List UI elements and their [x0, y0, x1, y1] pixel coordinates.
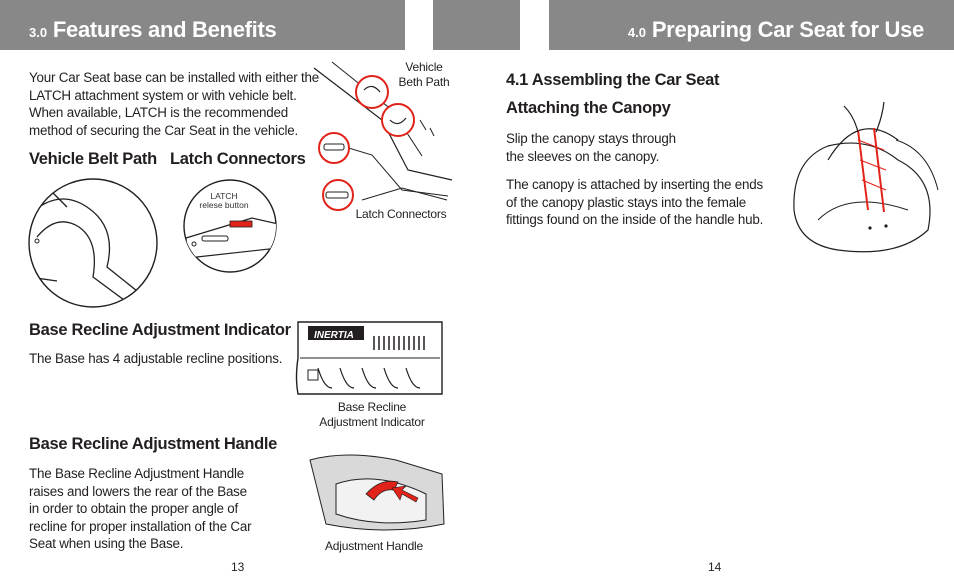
latch-release-detail-icon — [183, 179, 277, 273]
right-header-bar: 4.0 Preparing Car Seat for Use — [549, 0, 954, 50]
intro-paragraph: Your Car Seat base can be installed with… — [29, 70, 320, 138]
assembling-heading: 4.1 Assembling the Car Seat — [506, 71, 720, 89]
recline-handle-heading: Base Recline Adjustment Handle — [29, 435, 278, 453]
left-section-title: 3.0 Features and Benefits — [29, 17, 277, 43]
vehicle-belt-path-caption: Vehicle Beth Path — [398, 60, 450, 89]
canopy-paragraph-1: Slip the canopy stays through the sleeve… — [506, 131, 676, 164]
recline-handle-text: The Base Recline Adjustment Handle raise… — [29, 466, 252, 551]
vehicle-belt-path-heading: Vehicle Belt Path — [29, 150, 157, 168]
right-section-number: 4.0 — [627, 25, 646, 40]
page-number-left: 13 — [231, 560, 245, 574]
recline-indicator-heading: Base Recline Adjustment Indicator — [29, 321, 291, 339]
recline-indicator-illustration: INERTIA — [295, 321, 443, 395]
inertia-logo-text: INERTIA — [314, 330, 354, 341]
adjustment-handle-caption: Adjustment Handle — [325, 539, 423, 553]
latch-connectors-heading: Latch Connectors — [170, 150, 306, 168]
canopy-paragraph-2: The canopy is attached by inserting the … — [506, 177, 764, 227]
right-section-title: 4.0 Preparing Car Seat for Use — [628, 17, 924, 43]
attaching-canopy-heading: Attaching the Canopy — [506, 99, 671, 117]
vehicle-belt-path-detail-icon — [28, 178, 158, 308]
right-section-title-text: Preparing Car Seat for Use — [651, 17, 924, 42]
page-number-right: 14 — [708, 560, 722, 574]
center-header-block — [433, 0, 520, 50]
latch-connectors-caption: Latch Connectors — [355, 207, 447, 221]
vehicle-seat-illustration — [313, 61, 453, 211]
left-section-title-text: Features and Benefits — [52, 17, 277, 42]
canopy-car-seat-illustration — [793, 101, 939, 253]
left-header-bar: 3.0 Features and Benefits — [0, 0, 405, 50]
recline-indicator-caption: Base Recline Adjustment Indicator — [319, 400, 425, 429]
recline-indicator-text: The Base has 4 adjustable recline positi… — [29, 351, 283, 366]
latch-release-caption: LATCH relese button — [199, 191, 249, 210]
adjustment-handle-illustration — [309, 454, 445, 531]
left-section-number: 3.0 — [29, 25, 48, 40]
